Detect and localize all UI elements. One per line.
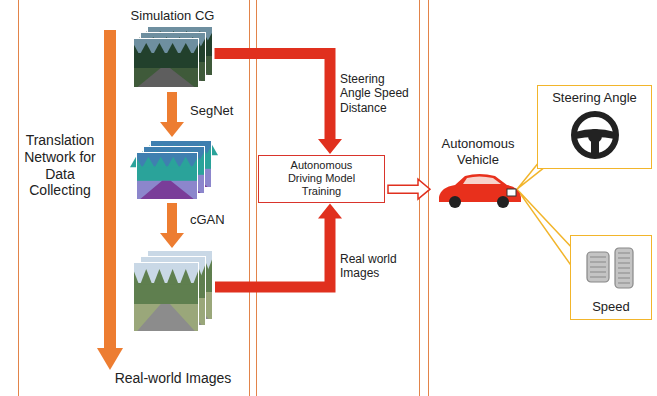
step-label: cGAN [190,212,246,228]
pedal-icon [581,244,641,292]
image-stack: Simulation CG [120,8,225,88]
connector [215,53,343,154]
arrowhead [318,204,342,219]
arrowhead [318,139,342,154]
edge-label: Real world Images [340,252,402,281]
edge-label: Steering Angle Speed Distance [340,72,418,115]
image-stack-picture [133,250,213,332]
panel-frame [19,0,250,396]
callout-box: Steering Angle [537,85,652,169]
connector-line [215,53,331,140]
step-arrow [160,92,184,137]
hollow-arrow [388,179,430,199]
image-stack: Real-world Images [108,250,238,387]
steering-wheel-icon [568,108,622,162]
node-text: Speed [592,299,630,315]
panel-frame [429,0,657,396]
image-stack-picture [133,26,213,88]
node-text: Simulation CG [131,8,215,24]
node-text: Autonomous Vehicle [432,136,524,167]
car-icon [433,169,523,209]
step-label: SegNet [190,103,246,119]
process-box: Autonomous Driving Model Training [258,155,385,203]
step-arrow [160,203,184,248]
connector-line [215,218,330,287]
vehicle-node: Autonomous Vehicle [432,136,524,209]
process-arrow [97,30,123,370]
connector [388,179,430,199]
node-text: Steering Angle [552,90,637,106]
node-text: Autonomous Driving Model Training [282,159,362,199]
connector [215,204,342,287]
process-label: Translation Network for Data Collecting [18,132,102,199]
node-text: Real-world Images [115,370,232,387]
callout-box: Speed [570,235,652,320]
panel-frame [257,0,420,396]
